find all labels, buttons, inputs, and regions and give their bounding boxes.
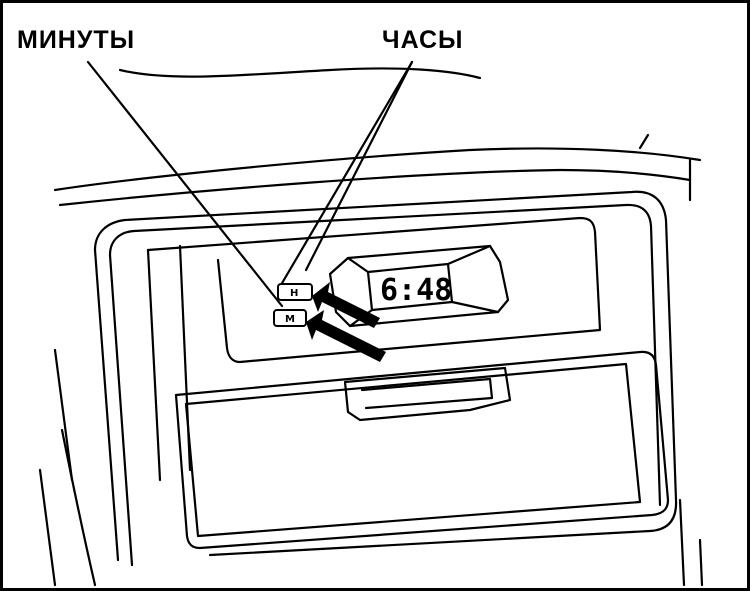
label-minutes: МИНУТЫ — [17, 26, 136, 54]
console-outer — [93, 190, 678, 557]
label-hours: ЧАСЫ — [382, 26, 464, 54]
dash-top-curve — [118, 67, 482, 80]
leader-hours-b — [276, 60, 414, 292]
minute-button-letter: M — [285, 314, 295, 325]
minute-button[interactable] — [273, 309, 307, 327]
press-arrow-hours — [312, 282, 380, 328]
console-outer-2 — [108, 203, 662, 507]
dash-upper-edge — [53, 147, 702, 192]
clock-panel — [146, 216, 602, 364]
hour-button-letter: H — [290, 288, 298, 299]
dash-upper-edge-2 — [58, 168, 692, 207]
leader-minutes — [86, 60, 284, 308]
compartment-handle — [343, 366, 512, 422]
hour-button[interactable] — [277, 283, 313, 301]
press-arrow-minutes — [306, 310, 386, 362]
clock-buttons: H M — [273, 283, 313, 327]
compartment-outer — [174, 350, 670, 550]
clock-display-time: 6:48 — [380, 273, 452, 308]
leader-hours-a — [304, 60, 414, 272]
compartment-inner — [184, 362, 642, 538]
